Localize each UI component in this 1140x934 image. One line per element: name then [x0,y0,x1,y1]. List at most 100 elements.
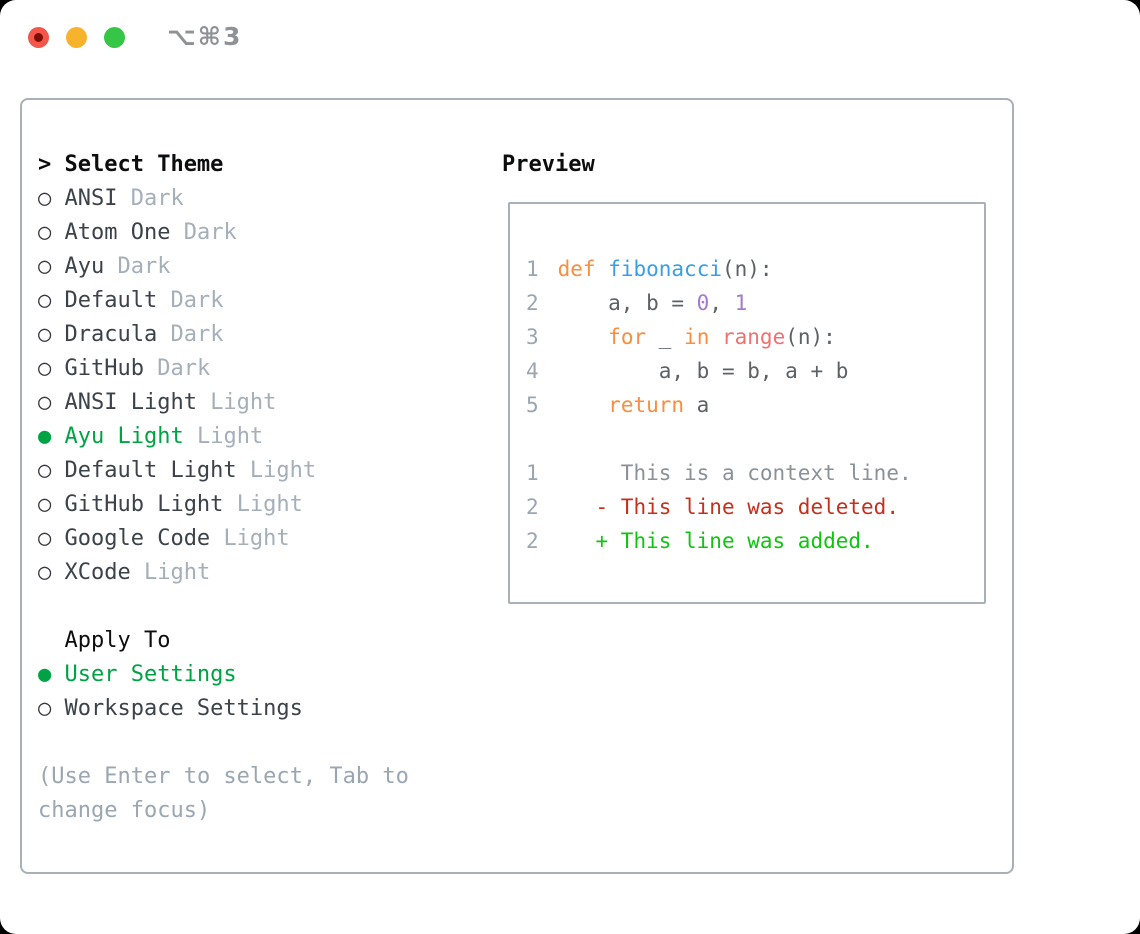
zoom-button[interactable] [104,27,125,48]
theme-list: ○ANSI Dark○Atom One Dark○Ayu Dark○Defaul… [38,182,409,590]
minimize-button[interactable] [66,27,87,48]
help-text-line2: change focus) [38,798,211,823]
theme-settings-panel: >Select Theme ○ANSI Dark○Atom One Dark○A… [20,98,1014,874]
code-token-keyword: for [608,325,647,349]
theme-label: Default Light [64,458,237,483]
theme-label: GitHub Light [64,492,224,517]
theme-label: ANSI [64,186,118,211]
line-number: 1 [526,257,539,281]
line-number: 3 [526,325,539,349]
radio-selected-icon: ● [38,424,52,449]
traffic-lights [28,27,125,48]
theme-label: Ayu Light [64,424,184,449]
theme-list-header: > Select Theme [38,148,409,182]
window-title: ⌥⌘3 [167,22,243,51]
prompt-icon: > [38,152,52,177]
theme-variant-label: Light [223,526,290,551]
line-number: 5 [526,393,539,417]
code-token-text: , [709,291,735,315]
code-line: 1 This is a context line. [526,456,984,490]
code-token-text: (n): [785,325,836,349]
theme-option-atom-one[interactable]: ○Atom One Dark [38,216,409,250]
radio-unselected-icon: ○ [38,322,52,347]
code-token-number: 0 [696,291,710,315]
theme-option-ayu-light[interactable]: ● Ayu Light Light [38,420,409,454]
code-token-text: (n): [721,257,773,281]
code-token-text [558,393,609,417]
section-gap [38,726,409,760]
help-text-line1: (Use Enter to select, Tab to [38,764,409,789]
radio-unselected-icon: ○ [38,458,52,483]
theme-label: Default [64,288,158,313]
theme-label: GitHub [64,356,144,381]
code-token-function: fibonacci [608,257,722,281]
line-number: 2 [526,495,539,519]
theme-variant-label: Light [249,458,317,483]
apply-to-options: ●User Settings ○ Workspace Settings [38,658,409,726]
close-button[interactable] [28,27,49,48]
code-token-text: a, b = b, a + b [557,359,849,383]
code-token-context: This is a context line. [557,461,912,485]
theme-variant-label: Dark [170,288,224,313]
code-token-call: range [722,325,786,349]
line-number: 4 [526,359,539,383]
code-token-keyword: return [608,393,685,417]
radio-unselected-icon: ○ [38,526,52,551]
line-number: 2 [526,529,539,553]
apply-to-title: Apply To [64,628,171,653]
theme-option-github-light[interactable]: ○GitHub Light Light [38,488,409,522]
code-token-text [596,257,609,281]
theme-variant-label: Dark [130,186,184,211]
code-token-added: + This line was added. [557,529,874,553]
apply-option-workspace-settings[interactable]: ○ Workspace Settings [38,692,409,726]
theme-variant-label: Light [196,424,264,449]
theme-option-github[interactable]: ○GitHub Dark [38,352,409,386]
apply-option-label: User Settings [64,662,237,687]
code-line: 5 return a [526,388,984,422]
theme-label: ANSI Light [64,390,197,415]
theme-variant-label: Dark [117,254,171,279]
theme-option-ansi-light[interactable]: ○ ANSI Light Light [38,386,409,420]
theme-option-google-code[interactable]: ○Google Code Light [38,522,409,556]
code-line: 2 + This line was added. [526,524,984,558]
radio-unselected-icon: ○ [38,390,52,415]
close-dot-icon [34,33,43,42]
theme-label: XCode [64,560,131,585]
code-token-text [709,325,722,349]
theme-option-dracula[interactable]: ○Dracula Dark [38,318,409,352]
code-line [526,422,984,456]
theme-variant-label: Dark [183,220,237,245]
theme-option-xcode[interactable]: ○ XCode Light [38,556,409,590]
radio-unselected-icon: ○ [38,356,52,381]
theme-variant-label: Light [210,390,277,415]
radio-unselected-icon: ○ [38,288,52,313]
radio-unselected-icon: ○ [38,220,52,245]
theme-option-ayu[interactable]: ○ Ayu Dark [38,250,409,284]
apply-option-user-settings[interactable]: ●User Settings [38,658,409,692]
titlebar: ⌥⌘3 [0,0,1140,72]
radio-unselected-icon: ○ [38,492,52,517]
radio-unselected-icon: ○ [38,696,52,721]
code-token-text: a [684,393,710,417]
radio-unselected-icon: ○ [38,560,52,585]
code-token-deleted: - This line was deleted. [557,495,899,519]
code-token-text [558,325,609,349]
apply-option-label: Workspace Settings [64,696,303,721]
theme-list-title: Select Theme [64,152,224,177]
code-token-number: 1 [734,291,748,315]
theme-option-default[interactable]: ○ Default Dark [38,284,409,318]
theme-option-default-light[interactable]: ○ Default Light Light [38,454,409,488]
code-token-text: a, b = [557,291,697,315]
code-line: 3 for _ in range(n): [526,320,984,354]
theme-option-ansi[interactable]: ○ANSI Dark [38,182,409,216]
theme-variant-label: Light [143,560,211,585]
theme-label: Dracula [64,322,158,347]
theme-label: Ayu [64,254,105,279]
radio-unselected-icon: ○ [38,254,52,279]
preview-title: Preview [502,152,595,177]
line-number: 2 [526,291,539,315]
apply-to-header-row: Apply To [38,624,409,658]
